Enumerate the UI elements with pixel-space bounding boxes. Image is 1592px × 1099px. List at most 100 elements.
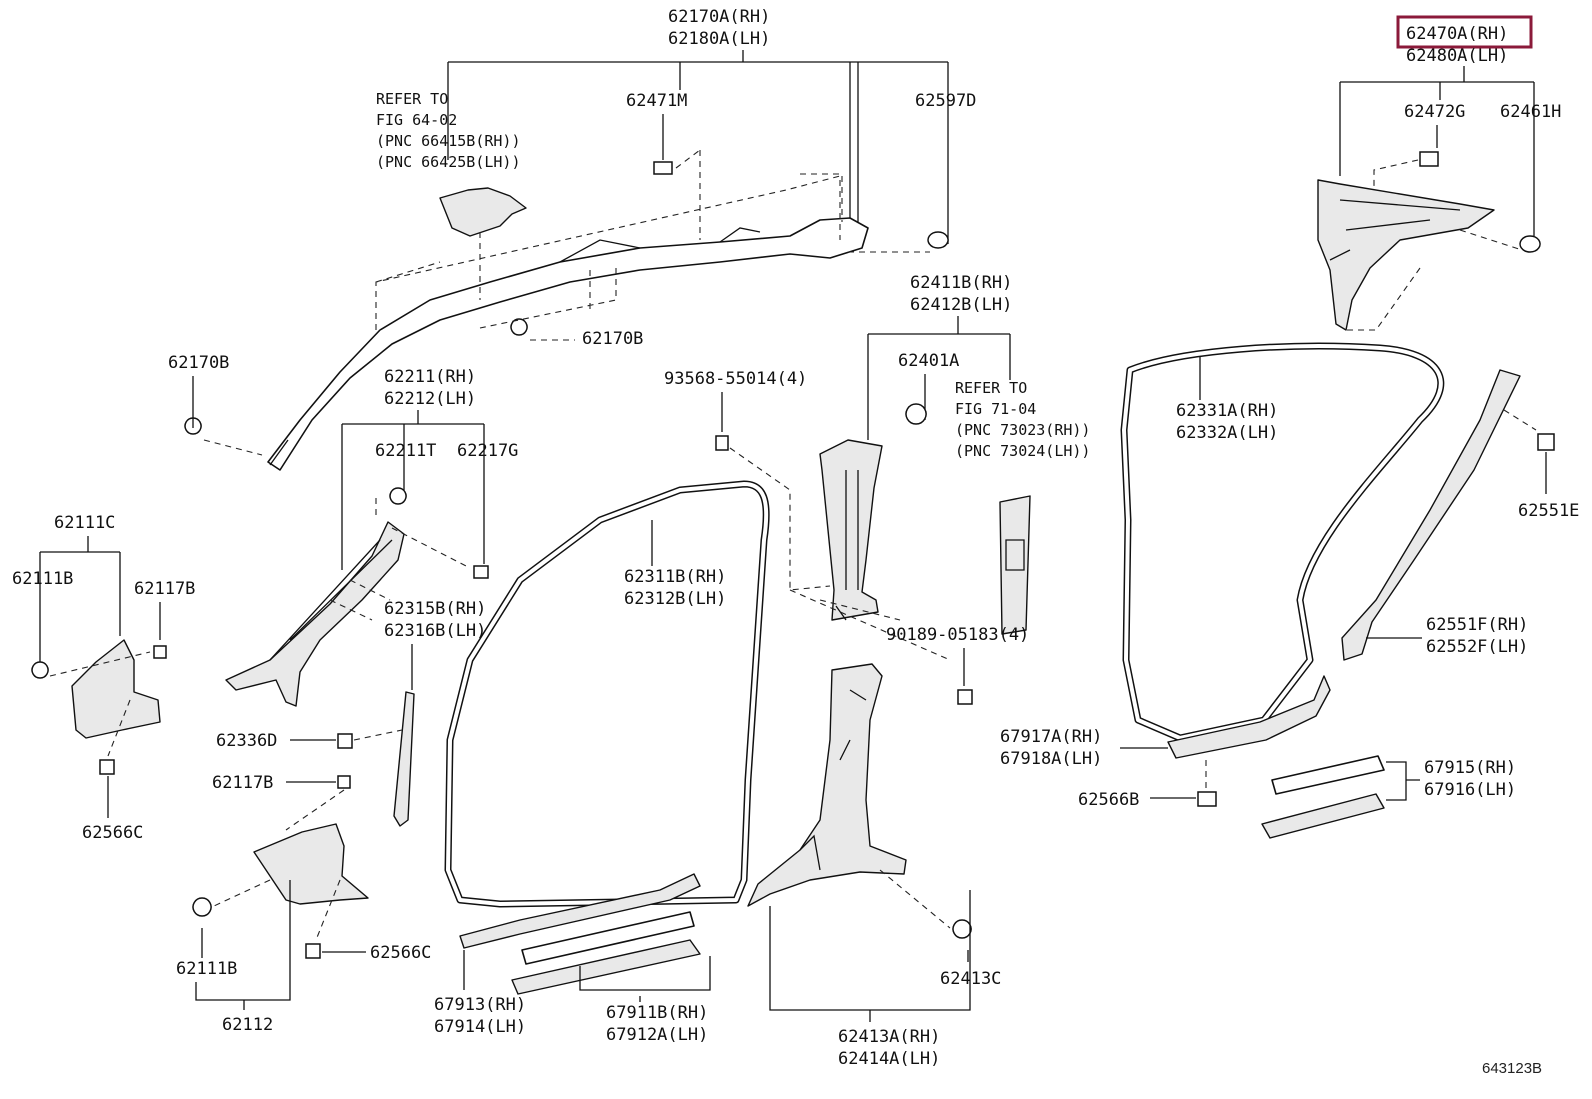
callout-62180A-lh[interactable]: 62180A(LH) (668, 29, 770, 49)
leader-62413A (769, 890, 971, 1022)
leader-62111C (39, 536, 121, 668)
callout-62552F-lh[interactable]: 62552F(LH) (1426, 637, 1528, 657)
callout-62414A-lh[interactable]: 62414A(LH) (838, 1049, 940, 1069)
refer-note-b-3: (PNC 73023(RH)) (955, 421, 1090, 439)
front-pillar-garnish-part (225, 521, 405, 707)
callout-62117B-lower[interactable]: 62117B (212, 773, 273, 793)
cowl-side-trim-62112-part (253, 823, 369, 905)
refer-note-a-3: (PNC 66415B(RH)) (376, 132, 521, 150)
center-pillar-lower-details (799, 689, 867, 871)
airbag-bracket-part (439, 187, 527, 237)
callout-62211-rh[interactable]: 62211(RH) (384, 367, 476, 387)
quarter-pillar-garnish-part (1317, 179, 1495, 331)
refer-note-a-4: (PNC 66425B(LH)) (376, 153, 521, 171)
refer-note-b-1: REFER TO (955, 379, 1027, 397)
callout-67911B-rh[interactable]: 67911B(RH) (606, 1003, 708, 1023)
scuff-plate-67911B-lower-part (511, 939, 701, 995)
callout-67912A-lh[interactable]: 67912A(LH) (606, 1025, 708, 1045)
callout-67915-rh[interactable]: 67915(RH) (1424, 758, 1516, 778)
leader-62211 (341, 410, 485, 570)
callout-62471M[interactable]: 62471M (626, 91, 687, 111)
clip-62217G-part (473, 565, 489, 579)
callout-62315B-rh[interactable]: 62315B(RH) (384, 599, 486, 619)
clip-62111B-lower-part (192, 897, 212, 917)
quarter-construction (1346, 159, 1523, 331)
clip-90189-part (957, 689, 973, 705)
clip-62336D-part (337, 733, 353, 749)
callout-62312B-lh[interactable]: 62312B(LH) (624, 589, 726, 609)
callout-62211T[interactable]: 62211T (375, 441, 436, 461)
door-trim-62315B-part (393, 691, 415, 827)
callout-62117B-upper[interactable]: 62117B (134, 579, 195, 599)
callout-62332A-lh[interactable]: 62332A(LH) (1176, 423, 1278, 443)
callout-90189-05183[interactable]: 90189-05183(4) (886, 625, 1029, 645)
callout-62112[interactable]: 62112 (222, 1015, 273, 1035)
callout-62470A-rh[interactable]: 62470A(RH) (1406, 24, 1508, 44)
callout-67914-lh[interactable]: 67914(LH) (434, 1017, 526, 1037)
front-pillar-group: 62211(RH) 62212(LH) 62211T 62217G (225, 367, 518, 707)
callout-67916-lh[interactable]: 67916(LH) (1424, 780, 1516, 800)
clip-62117B-lower-part (337, 775, 351, 789)
front-scuff-plate-part (459, 873, 701, 949)
callout-62217G[interactable]: 62217G (457, 441, 518, 461)
center-fastener-construction (729, 447, 951, 661)
refer-note-b-2: FIG 71-04 (955, 400, 1036, 418)
callout-62472G[interactable]: 62472G (1404, 102, 1465, 122)
callout-62413C[interactable]: 62413C (940, 969, 1001, 989)
callout-62412B-lh[interactable]: 62412B(LH) (910, 295, 1012, 315)
adjuster-detail (1005, 539, 1025, 571)
callout-62461H[interactable]: 62461H (1500, 102, 1561, 122)
cowl-side-group: 62111C 62111B 62117B 62566C (12, 513, 195, 843)
callout-62212-lh[interactable]: 62212(LH) (384, 389, 476, 409)
center-pillar-lower-group: 62413C 62413A(RH) 62414A(LH) (747, 663, 1001, 1069)
callout-62566B[interactable]: 62566B (1078, 790, 1139, 810)
callout-62170A-rh[interactable]: 62170A(RH) (668, 7, 770, 27)
callout-62311B-rh[interactable]: 62311B(RH) (624, 567, 726, 587)
roof-side-garnish-part (267, 217, 869, 471)
center-pillar-upper-group: 62411B(RH) 62412B(LH) 62401A REFER TO FI… (819, 273, 1090, 635)
callout-62401A[interactable]: 62401A (898, 351, 959, 371)
callout-67918A-lh[interactable]: 67918A(LH) (1000, 749, 1102, 769)
callout-62111B-lower[interactable]: 62111B (176, 959, 237, 979)
callout-62336D[interactable]: 62336D (216, 731, 277, 751)
center-pillar-lower-construction (879, 869, 951, 929)
callout-93568-55014[interactable]: 93568-55014(4) (664, 369, 807, 389)
callout-62551F-rh[interactable]: 62551F(RH) (1426, 615, 1528, 635)
callout-62566C-upper[interactable]: 62566C (82, 823, 143, 843)
callout-67917A-rh[interactable]: 67917A(RH) (1000, 727, 1102, 747)
callout-62480A-lh[interactable]: 62480A(LH) (1406, 46, 1508, 66)
cowl-side-trim-62111C-part (71, 639, 161, 739)
weatherstrip-62311B-part (444, 480, 770, 908)
callout-62170B-upper[interactable]: 62170B (582, 329, 643, 349)
door-opening-trim-group: 62315B(RH) 62316B(LH) 62336D 62117B (212, 599, 486, 827)
callout-67913-rh[interactable]: 67913(RH) (434, 995, 526, 1015)
callout-62111C[interactable]: 62111C (54, 513, 115, 533)
front-door-weatherstrip-group: 62311B(RH) 62312B(LH) 67913(RH) 67914(LH… (434, 480, 770, 1045)
clip-62461H-part (1519, 235, 1541, 253)
figure-number: 643123B (1482, 1060, 1542, 1077)
cowl-side-lower-group: 62566C 62111B 62112 (176, 789, 431, 1035)
quarter-details (1329, 199, 1461, 261)
leader-62170A (447, 50, 949, 244)
clip-62566C-lower-part (305, 943, 321, 959)
clip-62471M-part (653, 161, 673, 175)
weatherstrip-62331A-part (1120, 342, 1445, 742)
clip-62401A-part (905, 403, 927, 425)
callout-62111B-upper[interactable]: 62111B (12, 569, 73, 589)
clip-62117B-upper-part (153, 645, 167, 659)
callout-62566C-lower[interactable]: 62566C (370, 943, 431, 963)
callout-62411B-rh[interactable]: 62411B(RH) (910, 273, 1012, 293)
clip-62111B-upper-part (31, 661, 49, 679)
callout-62170B-left[interactable]: 62170B (168, 353, 229, 373)
clip-62336D-construction (353, 729, 403, 741)
weatherstrip-62331A-inner (1122, 344, 1443, 740)
clip-62170B-upper-part (510, 318, 528, 336)
callout-62316B-lh[interactable]: 62316B(LH) (384, 621, 486, 641)
clip-62566B-part (1197, 791, 1217, 807)
callout-62597D[interactable]: 62597D (915, 91, 976, 111)
callout-62331A-rh[interactable]: 62331A(RH) (1176, 401, 1278, 421)
clip-62597D-part (927, 231, 949, 249)
scuff-plate-67911B-upper-part (521, 911, 695, 965)
callout-62413A-rh[interactable]: 62413A(RH) (838, 1027, 940, 1047)
callout-62551E[interactable]: 62551E (1518, 501, 1579, 521)
